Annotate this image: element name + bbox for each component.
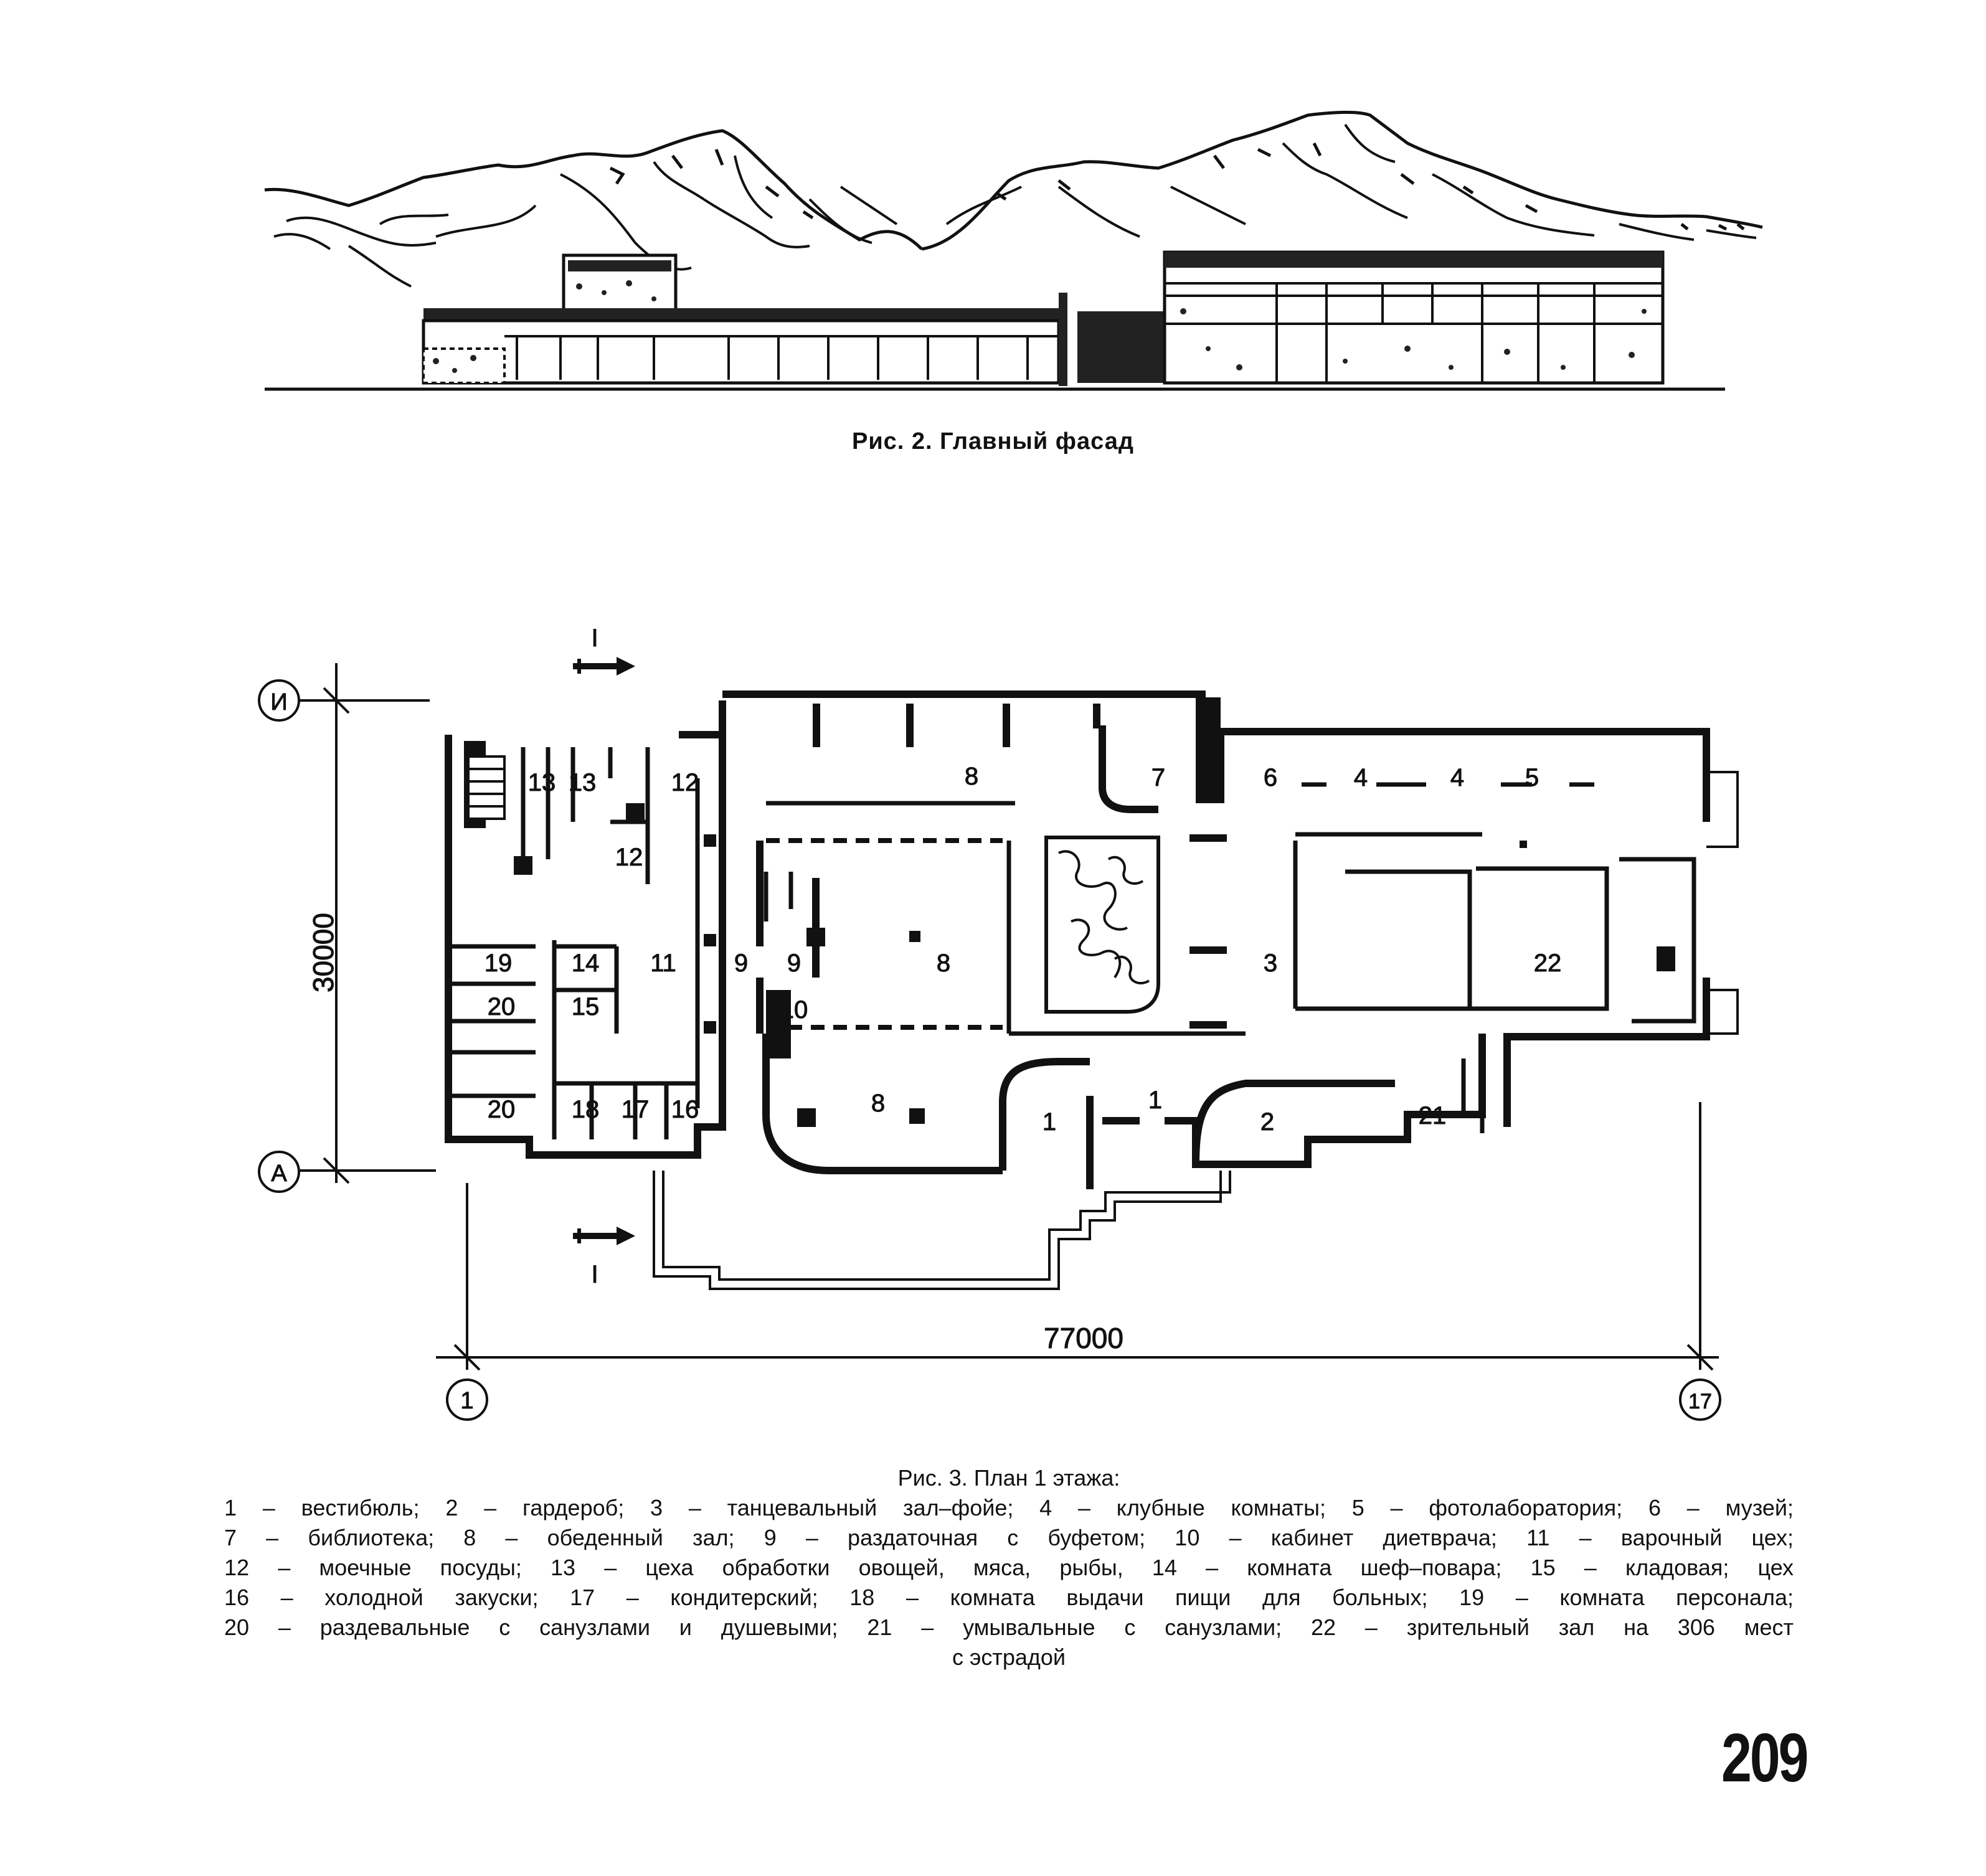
figure-2-caption: Рис. 2. Главный фасад (851, 428, 1135, 455)
room-15: 15 (572, 993, 600, 1020)
svg-text:1: 1 (460, 1388, 473, 1414)
right-building-windows (1165, 282, 1663, 383)
room-10: 10 (780, 996, 808, 1024)
room-8a: 8 (965, 763, 978, 790)
axis-marker-1: 1 (446, 1379, 488, 1421)
exterior-walls (445, 691, 1710, 1159)
room-labels: 13 13 12 12 8 7 6 4 4 5 19 14 11 9 9 8 3… (484, 763, 1562, 1136)
chimney (1059, 293, 1067, 386)
legend-line: 7 – библиотека; 8 – обеденный зал; 9 – р… (224, 1525, 1794, 1550)
axis-marker-17: 17 (1679, 1379, 1721, 1421)
legend-line: 16 – холодной закуски; 17 – кондитерский… (224, 1585, 1794, 1610)
room-9a: 9 (734, 950, 748, 977)
room-12a: 12 (671, 769, 699, 796)
room-6: 6 (1264, 764, 1277, 791)
dining-hall-walls (756, 725, 1486, 1189)
room-14: 14 (572, 950, 600, 977)
room-2: 2 (1260, 1108, 1274, 1136)
left-wing-body (422, 319, 1061, 385)
room-21: 21 (1419, 1102, 1447, 1129)
legend-line: 20 – раздевальные с санузлами и душевыми… (224, 1614, 1794, 1640)
svg-text:И: И (270, 689, 287, 715)
svg-text:I: I (591, 625, 598, 652)
room-22: 22 (1534, 950, 1562, 977)
room-7: 7 (1151, 764, 1165, 791)
room-11: 11 (650, 950, 676, 977)
svg-text:А: А (271, 1161, 287, 1187)
room-18: 18 (572, 1096, 600, 1123)
interior-partitions (448, 747, 1696, 1139)
svg-text:17: 17 (1688, 1390, 1712, 1413)
axis-marker-i: И (258, 679, 300, 722)
terrace-outline (653, 771, 1739, 1290)
svg-text:I: I (591, 1261, 598, 1288)
room-5: 5 (1525, 764, 1539, 791)
room-9b: 9 (787, 950, 801, 977)
left-wing-windows (504, 335, 1059, 380)
winter-garden (1044, 836, 1160, 1014)
room-3: 3 (1264, 950, 1277, 977)
figure-3-title: Рис. 3. План 1 этажа: (897, 1465, 1120, 1491)
room-8c: 8 (871, 1090, 885, 1117)
mountain-ridge-lines (273, 123, 1757, 288)
room-1a: 1 (1043, 1108, 1056, 1136)
room-19: 19 (485, 950, 513, 977)
floor-plan-drawing: 30000 77000 И А 1 17 I (258, 625, 1739, 1421)
room-4b: 4 (1450, 764, 1464, 791)
stair (467, 755, 506, 820)
section-mark-bottom: I (573, 1227, 635, 1289)
room-12b: 12 (615, 844, 643, 871)
room-1b: 1 (1148, 1086, 1162, 1114)
dining-hall-dashed-lines (766, 838, 1003, 1030)
left-wing-roof (423, 308, 1059, 321)
page-number: 209 (1721, 1720, 1809, 1796)
room-8b: 8 (937, 950, 950, 977)
section-mark-top: I (573, 625, 635, 676)
axis-marker-a: А (258, 1151, 300, 1193)
room-16: 16 (671, 1096, 699, 1123)
figure-3-caption: Рис. 3. План 1 этажа: 1 – вестибюль; 2 –… (224, 1463, 1794, 1672)
stone-texture (433, 280, 1647, 373)
right-building (1163, 250, 1665, 385)
main-facade-drawing (264, 110, 1763, 391)
legend-line: с эстрадой (952, 1644, 1066, 1670)
height-dimension: 30000 (307, 913, 339, 992)
room-13a: 13 (528, 769, 556, 796)
legend-line: 1 – вестибюль; 2 – гардероб; 3 – танцева… (224, 1495, 1794, 1520)
legend-line: 12 – моечные посуды; 13 – цеха обработки… (224, 1555, 1794, 1580)
garden-planting (1058, 850, 1150, 984)
room-17: 17 (622, 1096, 650, 1123)
room-20a: 20 (488, 993, 516, 1020)
dimension-lines (286, 663, 1719, 1371)
room-13b: 13 (569, 769, 597, 796)
room-20b: 20 (488, 1096, 516, 1123)
room-4a: 4 (1354, 764, 1368, 791)
mountain-rock-marks (609, 142, 1745, 231)
mountain-silhouette (264, 110, 1763, 251)
width-dimension: 77000 (1044, 1322, 1123, 1354)
